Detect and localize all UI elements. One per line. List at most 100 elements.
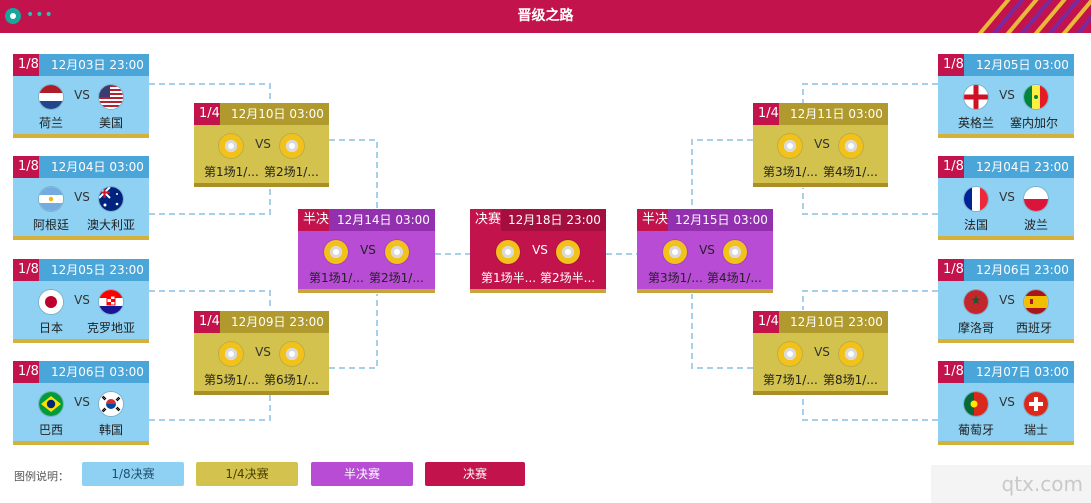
legend-sf: 半决赛: [311, 462, 413, 486]
netherlands-flag-icon: [39, 85, 63, 109]
home-team-name: 阿根廷: [33, 218, 70, 232]
vs-label: VS: [814, 137, 830, 151]
legend-title: 图例说明：: [14, 470, 69, 483]
match-time: 12月05日 03:00: [976, 58, 1069, 72]
stage-label: 半决: [298, 209, 330, 231]
vs-label: VS: [74, 293, 90, 307]
away-team-name: 美国: [99, 116, 124, 130]
usa-flag-icon: [99, 85, 123, 109]
away-team-name: 第4场1/...: [823, 165, 878, 179]
spain-flag-icon: [1024, 290, 1048, 314]
match-time: 12月06日 03:00: [51, 365, 144, 379]
football-icon: [663, 240, 687, 264]
vs-label: VS: [74, 395, 90, 409]
france-flag-icon: [964, 187, 988, 211]
header-bar: ••• 晋级之路: [0, 0, 1091, 33]
away-team-name: 第6场1/...: [264, 373, 319, 387]
football-icon: [219, 134, 243, 158]
vs-label: VS: [255, 137, 271, 151]
vs-label: VS: [360, 243, 376, 257]
vs-label: VS: [74, 190, 90, 204]
home-team-name: 第1场1/...: [204, 165, 259, 179]
home-team-name: 第1场半...: [481, 271, 537, 285]
stage-label: 1/8: [938, 54, 964, 76]
stage-label: 1/4: [194, 311, 220, 333]
football-icon: [839, 342, 863, 366]
away-team-name: 第2场1/...: [264, 165, 319, 179]
away-team-name: 波兰: [1024, 218, 1049, 232]
away-team-name: 塞内加尔: [1010, 116, 1059, 130]
away-team-name: 澳大利亚: [87, 218, 136, 232]
home-team-name: 葡萄牙: [958, 423, 995, 437]
match-time: 12月18日 23:00: [508, 213, 601, 227]
page-title: 晋级之路: [517, 8, 574, 24]
football-logo-icon: [5, 8, 21, 24]
match-time: 12月11日 03:00: [790, 107, 883, 121]
match-time: 12月15日 03:00: [675, 213, 768, 227]
stage-label: 1/4: [194, 103, 220, 125]
stage-label: 1/8: [13, 54, 39, 76]
stage-label: 决赛: [470, 209, 502, 231]
senegal-flag-icon: [1024, 85, 1048, 109]
match-card-r16-3[interactable]: 1/8 12月05日 23:00 VS 日本 克罗地亚: [13, 259, 149, 343]
match-time: 12月14日 03:00: [337, 213, 430, 227]
legend-r16: 1/8决赛: [82, 462, 184, 486]
vs-label: VS: [255, 345, 271, 359]
stage-label: 半决: [637, 209, 669, 231]
vs-label: VS: [814, 345, 830, 359]
vs-label: VS: [699, 243, 715, 257]
match-time: 12月04日 03:00: [51, 160, 144, 174]
stage-label: 1/8: [938, 259, 964, 281]
away-team-name: 克罗地亚: [87, 321, 136, 335]
football-icon: [839, 134, 863, 158]
match-time: 12月07日 03:00: [976, 365, 1069, 379]
dots-icon: •••: [26, 7, 54, 23]
vs-label: VS: [999, 395, 1015, 409]
football-icon: [385, 240, 409, 264]
vs-label: VS: [74, 88, 90, 102]
match-time: 12月10日 23:00: [790, 315, 883, 329]
watermark: qtx.com: [931, 465, 1091, 503]
stage-label: 1/8: [13, 259, 39, 281]
stage-label: 1/8: [13, 156, 39, 178]
match-card-r16-2[interactable]: 1/8 12月04日 03:00 VS 阿根廷 澳大利亚: [13, 156, 149, 240]
football-icon: [280, 342, 304, 366]
football-icon: [280, 134, 304, 158]
stage-label: 1/8: [13, 361, 39, 383]
croatia-flag-icon: [99, 290, 123, 314]
football-icon: [778, 134, 802, 158]
away-team-name: 第2场1/...: [369, 271, 424, 285]
football-icon: [219, 342, 243, 366]
stage-label: 1/8: [938, 156, 964, 178]
home-team-name: 日本: [39, 321, 64, 335]
stage-label: 1/4: [753, 311, 779, 333]
korea-flag-icon: [99, 392, 123, 416]
vs-label: VS: [999, 293, 1015, 307]
morocco-flag-icon: [964, 290, 988, 314]
japan-flag-icon: [39, 290, 63, 314]
brazil-flag-icon: [39, 392, 63, 416]
match-time: 12月04日 23:00: [976, 160, 1069, 174]
match-time: 12月09日 23:00: [231, 315, 324, 329]
match-time: 12月05日 23:00: [51, 263, 144, 277]
england-flag-icon: [964, 85, 988, 109]
switzerland-flag-icon: [1024, 392, 1048, 416]
away-team-name: 韩国: [99, 423, 124, 437]
vs-label: VS: [532, 243, 548, 257]
vs-label: VS: [999, 190, 1015, 204]
portugal-flag-icon: [964, 392, 988, 416]
away-team-name: 第8场1/...: [823, 373, 878, 387]
